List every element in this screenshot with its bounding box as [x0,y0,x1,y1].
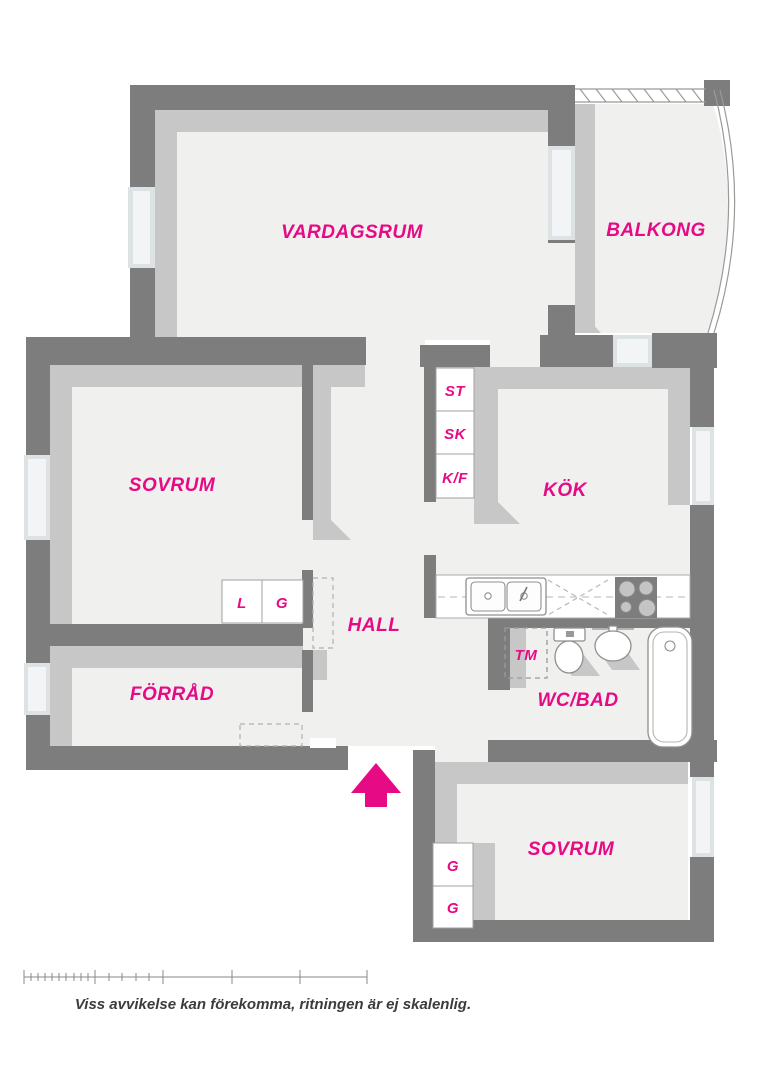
closet-kf-label: K/F [442,470,468,487]
closet-g1 [261,579,304,624]
window [24,455,50,540]
bathtub [647,626,693,748]
closet-g1-label: G [276,595,288,612]
closet-g3 [432,885,474,929]
door-swings [239,577,334,747]
scale-bar [23,970,368,984]
closet-g3-label: G [447,900,459,917]
closet-l-label: L [237,595,247,612]
dishwasher [547,579,609,616]
window [692,427,714,505]
window [128,187,155,268]
window [548,146,575,240]
window-layer [24,146,714,857]
doorway-sovrum2 [435,740,488,762]
room-sovrum2-label: SOVRUM [528,839,615,860]
bevel-layer [50,104,690,928]
disclaimer-text: Viss avvikelse kan förekomma, ritningen … [75,996,471,1013]
room-labels: VARDAGSRUM BALKONG SOVRUM KÖK HALL FÖRRÅ… [129,220,706,860]
doorway-balkong [548,240,575,305]
closet-kf [435,453,475,499]
floor-main-block [50,365,690,746]
toilet [553,627,586,674]
room-hall-label: HALL [348,615,401,636]
room-forrad-label: FÖRRÅD [130,684,214,705]
door-leaf [310,738,336,748]
closet-g2-label: G [447,858,459,875]
closet-l [221,579,263,624]
balcony-curve [707,89,736,334]
window [24,663,50,715]
floor-balkong [575,104,728,333]
closet-st-label: ST [445,383,467,400]
kitchen-sink [465,577,547,616]
washing-machine-box [504,627,548,679]
doorway-vardagsrum-hall [365,340,425,367]
room-vardagsrum-label: VARDAGSRUM [281,222,424,243]
closet-g2 [432,842,474,887]
floor-layer [50,104,728,920]
closet-boxes [221,367,475,929]
closet-labels: ST SK K/F L G G G TM [237,383,537,917]
doorway-vardagsrum-kok [490,335,540,367]
washbasin [592,625,634,662]
floor-vardagsrum [155,110,548,340]
washing-machine-label: TM [515,647,538,664]
room-kok-label: KÖK [543,480,588,501]
entrance-arrow [351,763,401,807]
balcony-railing [575,88,706,103]
stove [615,577,657,618]
room-balkong-label: BALKONG [606,220,706,241]
wall-layer [26,80,730,942]
closet-sk-label: SK [444,426,467,443]
room-wcbad-label: WC/BAD [537,690,618,711]
room-sovrum1-label: SOVRUM [129,475,216,496]
closet-st [435,367,475,412]
window [692,777,714,857]
closet-sk [435,410,475,455]
balcony-door [613,335,652,367]
